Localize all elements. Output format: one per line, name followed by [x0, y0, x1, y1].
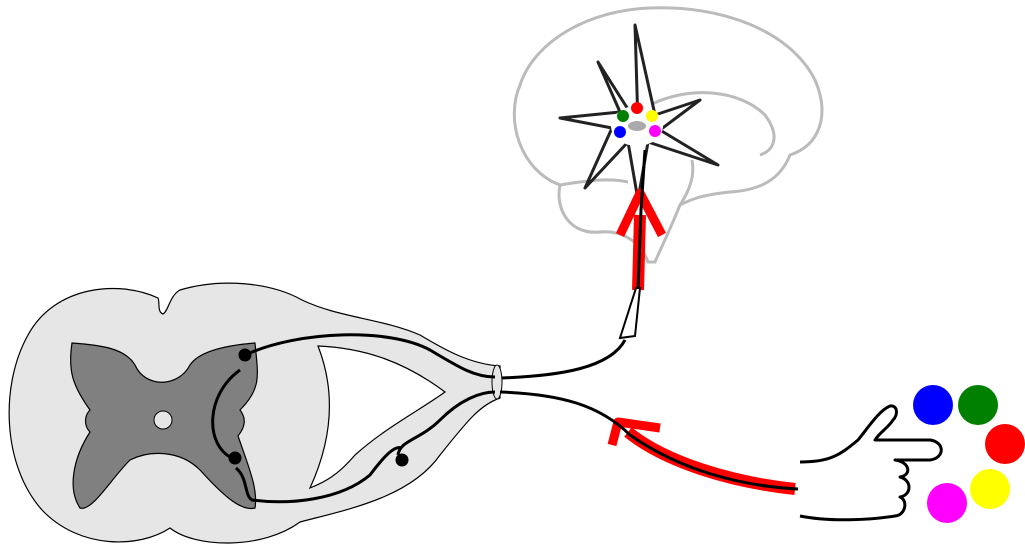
spinal-neurons — [211, 333, 496, 504]
ascending-axon — [499, 149, 647, 380]
axon-terminal — [618, 287, 642, 340]
sensory-input-arrow — [499, 390, 799, 495]
spinal-cord-icon — [8, 282, 503, 544]
hand-icon — [799, 404, 943, 522]
stimulus-colors — [913, 385, 1025, 523]
neuron-icon — [558, 23, 720, 202]
